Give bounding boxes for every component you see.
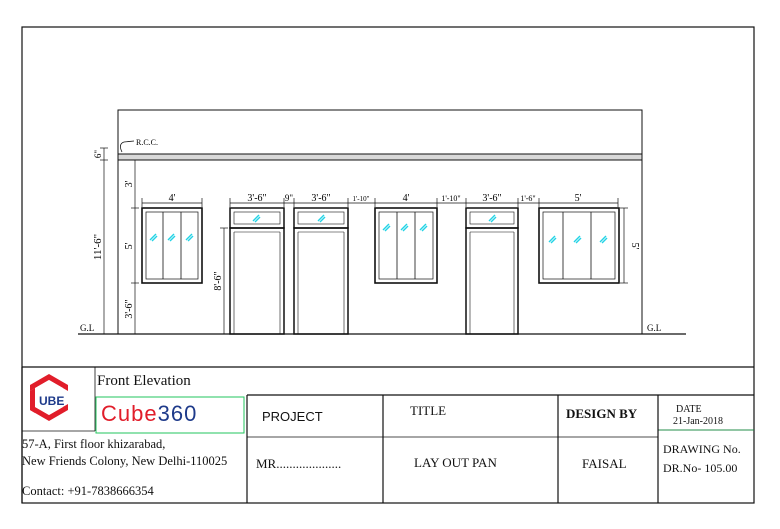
dim-window-1-width: 4' bbox=[169, 193, 176, 204]
contact-phone: Contact: +91-7838666354 bbox=[22, 484, 154, 498]
building bbox=[78, 109, 686, 335]
dim-door-2-width: 3'-6" bbox=[311, 193, 330, 204]
design-by-label: DESIGN BY bbox=[566, 406, 638, 421]
date-label: DATE bbox=[676, 404, 702, 415]
brand-logo-text: Cube360 bbox=[101, 401, 197, 427]
parapet-wall bbox=[117, 109, 643, 155]
window-1 bbox=[141, 207, 203, 284]
address-line-2: New Friends Colony, New Delhi-110025 bbox=[22, 454, 228, 468]
title-value: LAY OUT PAN bbox=[414, 455, 497, 470]
door-3 bbox=[465, 207, 519, 335]
dim-gap-4: 1'-6" bbox=[520, 194, 535, 203]
drawing-heading: Front Elevation bbox=[97, 373, 191, 389]
dim-gap-3: 1'-10" bbox=[441, 194, 460, 203]
window-2 bbox=[374, 207, 438, 284]
company-logo-icon bbox=[30, 374, 68, 421]
dim-window-3-width: 5' bbox=[575, 193, 582, 204]
dim-window-2-width: 4' bbox=[403, 193, 410, 204]
date-value: 21-Jan-2018 bbox=[673, 416, 723, 427]
rcc-leader bbox=[120, 140, 135, 153]
project-label: PROJECT bbox=[262, 409, 323, 424]
ground-level-left: G.L bbox=[80, 323, 94, 333]
left-dimension-chains bbox=[100, 147, 628, 335]
rcc-label: R.C.C. bbox=[136, 138, 158, 147]
title-block-grid bbox=[21, 366, 754, 503]
dim-right-window-height: 5' bbox=[629, 243, 640, 250]
dim-sill-height: 3'-6" bbox=[124, 299, 135, 318]
dim-slab-thickness: 6" bbox=[93, 150, 103, 159]
window-3 bbox=[538, 207, 620, 284]
address-line-1: 57-A, First floor khizarabad, bbox=[22, 437, 166, 451]
door-2 bbox=[293, 207, 349, 335]
title-label: TITLE bbox=[410, 403, 447, 418]
ground-level-right: G.L bbox=[647, 323, 661, 333]
dim-lintel-gap: 3' bbox=[124, 180, 135, 187]
dim-total-height: 11'-6" bbox=[92, 234, 104, 260]
door-1 bbox=[229, 207, 285, 335]
brand-box bbox=[95, 396, 245, 434]
dim-door-1-width: 3'-6" bbox=[247, 193, 266, 204]
dim-window-height: 5' bbox=[124, 242, 135, 249]
logo-letters: UBE bbox=[39, 394, 64, 408]
drawing-number-value: DR.No- 105.00 bbox=[663, 461, 738, 475]
design-by-value: FAISAL bbox=[582, 456, 627, 471]
drawing-number-label: DRAWING No. bbox=[663, 442, 741, 456]
dim-gap-2: 1'-10" bbox=[353, 195, 370, 203]
dim-door-height: 8'-6" bbox=[213, 271, 224, 290]
project-value: MR.................... bbox=[256, 456, 342, 471]
top-dimension-chain bbox=[141, 198, 619, 207]
rcc-slab bbox=[117, 153, 643, 161]
dim-gap-1: 9" bbox=[285, 193, 294, 203]
brand-number: 360 bbox=[157, 401, 198, 426]
brand-name: Cube bbox=[101, 401, 158, 426]
dim-door-3-width: 3'-6" bbox=[482, 193, 501, 204]
sheet-border bbox=[21, 26, 755, 504]
